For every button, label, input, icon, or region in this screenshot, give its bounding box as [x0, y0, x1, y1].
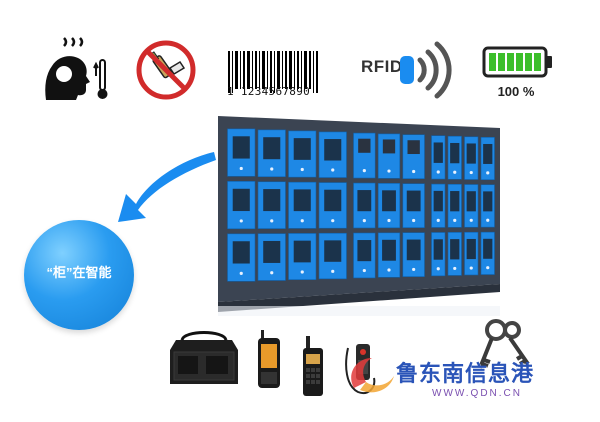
locker-lock [270, 219, 274, 223]
locker-window [483, 238, 493, 259]
locker-lock [486, 218, 490, 222]
walkie-talkie-icon [303, 336, 323, 396]
locker-window [450, 191, 460, 212]
locker-window [466, 238, 476, 260]
locker-lock [486, 266, 490, 270]
cabinet-base [218, 284, 500, 312]
locker-window [293, 138, 311, 160]
no-alcohol-icon [136, 40, 196, 100]
locker-window [466, 191, 476, 212]
locker-lock [331, 269, 335, 273]
locker-window [263, 137, 281, 160]
locker-lock [412, 218, 416, 223]
smart-locker-cabinet [218, 116, 500, 316]
locker-window [324, 240, 342, 262]
locker-window [433, 190, 443, 212]
locker-window [232, 241, 250, 264]
locker-lock [387, 268, 391, 272]
keys-icon [478, 319, 530, 369]
locker-window [293, 189, 311, 212]
control-screen [382, 139, 396, 154]
watermark-logo-icon [351, 358, 394, 393]
locker-window [357, 190, 372, 212]
locker-lock [453, 266, 457, 271]
locker-window [483, 191, 493, 212]
battery-percent: 100 % [497, 84, 535, 99]
locker-window [324, 139, 342, 161]
locker-lock [239, 219, 243, 223]
barcode-digits: 1 1234567890 [227, 85, 311, 98]
locker-window [483, 143, 493, 164]
locker-lock [362, 169, 366, 173]
locker-lock [331, 219, 335, 223]
watermark-name: 鲁东南信息港 [396, 361, 535, 387]
locker-window [433, 239, 443, 260]
locker-window [406, 239, 421, 261]
locker-window [232, 188, 250, 212]
barcode-icon [228, 51, 318, 93]
locker-lock [362, 218, 366, 223]
locker-lock [239, 166, 243, 171]
locker-window [293, 240, 311, 263]
cabinet-reflection [218, 306, 500, 316]
locker-lock [469, 266, 473, 270]
locker-lock [453, 170, 457, 174]
locker-lock [362, 268, 366, 273]
locker-lock [453, 218, 457, 222]
arrow-icon [118, 152, 216, 222]
locker-lock [412, 169, 416, 174]
locker-lock [239, 271, 243, 276]
locker-window [382, 239, 396, 261]
locker-lock [300, 270, 304, 274]
rfid-label: RFID [361, 57, 403, 76]
locker-window [263, 240, 281, 263]
locker-lock [300, 219, 304, 223]
control-screen [407, 140, 420, 155]
locker-window [466, 143, 476, 164]
locker-lock [270, 167, 274, 171]
locker-window [232, 136, 250, 159]
locker-lock [331, 168, 335, 172]
rfid-waves-icon [400, 41, 452, 99]
locker-window [263, 189, 281, 212]
locker-window [324, 189, 342, 212]
slogan-text: “柜”在智能 [46, 265, 112, 280]
battery-icon [482, 46, 552, 78]
locker-lock [469, 170, 473, 175]
locker-lock [300, 167, 304, 172]
locker-window [357, 240, 372, 262]
locker-lock [486, 171, 490, 175]
temperature-head-icon [45, 37, 108, 100]
rugged-phone-icon [258, 330, 280, 388]
locker-lock [436, 267, 440, 271]
equipment-bag-icon [170, 331, 238, 384]
slogan-bubble [24, 220, 134, 330]
locker-window [382, 190, 396, 212]
locker-lock [387, 218, 391, 223]
locker-window [450, 142, 460, 164]
locker-lock [270, 271, 274, 275]
locker-lock [436, 218, 440, 222]
locker-lock [469, 218, 473, 222]
locker-lock [387, 169, 391, 173]
locker-lock [436, 170, 440, 174]
locker-window [433, 142, 443, 163]
locker-lock [412, 267, 416, 272]
locker-window [406, 190, 421, 212]
watermark-url: WWW.QDN.CN [432, 388, 522, 399]
locker-window [450, 239, 460, 260]
control-screen [358, 138, 371, 153]
